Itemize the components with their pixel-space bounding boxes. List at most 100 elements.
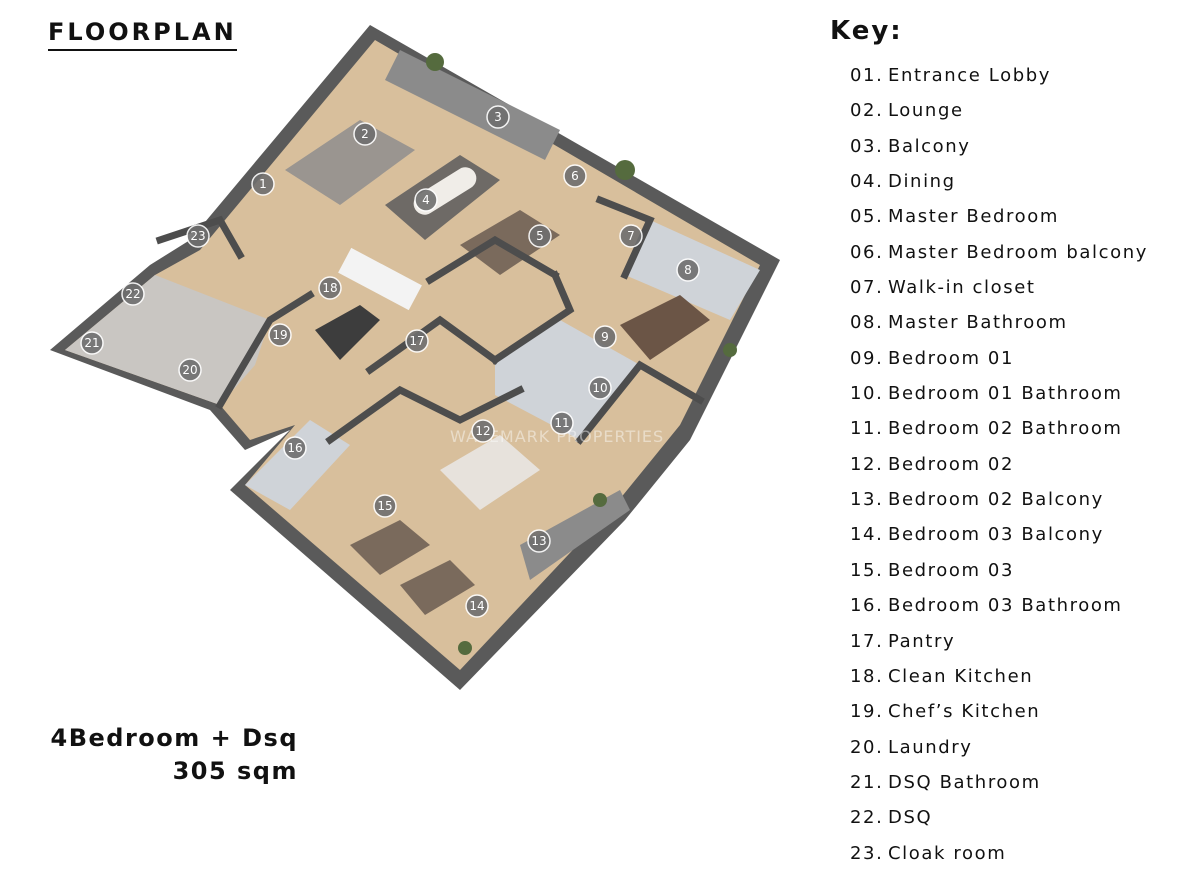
key-item-label: Bedroom 01 [888, 347, 1015, 369]
key-item-label: Entrance Lobby [888, 65, 1051, 86]
key-item-label: Pantry [888, 630, 956, 652]
room-marker-number: 23 [190, 229, 205, 243]
key-item: 04.Dining [850, 168, 1148, 203]
key-item-label: Cloak room [888, 842, 1007, 864]
bedroom03-bed-b [400, 560, 475, 615]
key-item: 09.Bedroom 01 [850, 345, 1148, 380]
room-marker-number: 4 [422, 193, 430, 207]
balcony-strip [385, 50, 560, 160]
plant-5 [458, 641, 472, 655]
room-marker-number: 3 [494, 110, 502, 124]
room-marker: 22 [121, 282, 145, 306]
room-marker-number: 22 [125, 287, 140, 301]
key-item-number: 22. [850, 807, 884, 829]
room-marker: 1 [251, 172, 275, 196]
room-marker: 15 [373, 494, 397, 518]
key-item-number: 20. [850, 736, 884, 758]
room-marker: 23 [186, 224, 210, 248]
key-item-label: Laundry [888, 736, 973, 758]
room-marker-number: 19 [272, 328, 287, 342]
room-marker-number: 6 [571, 169, 579, 183]
room-marker: 19 [268, 323, 292, 347]
bedroom02-bed [440, 435, 540, 510]
key-item: 11.Bedroom 02 Bathroom [850, 415, 1148, 450]
room-marker-circle [527, 529, 551, 553]
key-item-number: 21. [850, 771, 884, 793]
key-item-label: Chef’s Kitchen [888, 701, 1041, 723]
key-item-label: DSQ [888, 807, 933, 829]
room-marker: 9 [593, 325, 617, 349]
key-item: 22.DSQ [850, 804, 1148, 839]
key-item-number: 03. [850, 135, 884, 157]
room-marker-number: 16 [287, 441, 302, 455]
key-item-label: Master Bathroom [888, 312, 1068, 334]
interior-walls [155, 195, 705, 445]
room-marker-circle [178, 358, 202, 382]
key-item: 06.Master Bedroom balcony [850, 239, 1148, 274]
key-item-number: 13. [850, 489, 884, 511]
key-item: 08.Master Bathroom [850, 309, 1148, 344]
key-title: Key: [830, 16, 903, 46]
key-item-label: Master Bedroom balcony [888, 241, 1148, 263]
key-item-label: Bedroom 03 Balcony [888, 524, 1104, 546]
room-marker-number: 20 [182, 363, 197, 377]
room-marker-circle [283, 436, 307, 460]
room-marker: 10 [588, 376, 612, 400]
key-item-label: Bedroom 02 Bathroom [888, 418, 1123, 440]
room-marker: 16 [283, 436, 307, 460]
room-marker: 13 [527, 529, 551, 553]
key-item-number: 10. [850, 383, 884, 405]
key-item-number: 17. [850, 630, 884, 652]
key-item-number: 06. [850, 241, 884, 263]
key-item-number: 19. [850, 701, 884, 723]
room-marker: 3 [486, 105, 510, 129]
key-item: 15.Bedroom 03 [850, 557, 1148, 592]
room-marker-circle [80, 331, 104, 355]
key-item-number: 18. [850, 665, 884, 687]
room-marker-circle [588, 376, 612, 400]
room-marker-number: 12 [475, 424, 490, 438]
room-marker-circle [373, 494, 397, 518]
page-title: FLOORPLAN [48, 18, 237, 51]
key-item-number: 09. [850, 347, 884, 369]
room-marker-number: 18 [322, 281, 337, 295]
room-marker: 8 [676, 258, 700, 282]
room-marker-circle [676, 258, 700, 282]
room-marker: 5 [528, 224, 552, 248]
key-item-number: 08. [850, 312, 884, 334]
room-marker: 21 [80, 331, 104, 355]
kitchen-island [338, 247, 422, 311]
room-marker-number: 8 [684, 263, 692, 277]
key-item-label: Clean Kitchen [888, 665, 1034, 687]
key-item-label: Bedroom 02 [888, 453, 1015, 475]
key-item: 17.Pantry [850, 628, 1148, 663]
room-marker-circle [465, 594, 489, 618]
key-item: 01.Entrance Lobby [850, 62, 1148, 97]
plant-2 [615, 160, 635, 180]
room-marker: 6 [563, 164, 587, 188]
service-area-floor [65, 275, 270, 405]
room-marker-circle [318, 276, 342, 300]
bedroom-balcony-strip [520, 490, 630, 580]
room-marker-circle [471, 419, 495, 443]
room-marker: 20 [178, 358, 202, 382]
room-marker-circle [268, 323, 292, 347]
key-item-number: 01. [850, 65, 884, 86]
room-marker-circle [353, 122, 377, 146]
key-item: 18.Clean Kitchen [850, 663, 1148, 698]
room-marker-circle [414, 188, 438, 212]
room-marker: 14 [465, 594, 489, 618]
key-item: 12.Bedroom 02 [850, 451, 1148, 486]
key-item-label: DSQ Bathroom [888, 771, 1041, 793]
key-item-number: 14. [850, 524, 884, 546]
plant-4 [593, 493, 607, 507]
key-item: 21.DSQ Bathroom [850, 769, 1148, 804]
room-marker: 2 [353, 122, 377, 146]
key-item: 16.Bedroom 03 Bathroom [850, 592, 1148, 627]
room-marker-number: 14 [469, 599, 484, 613]
room-marker-circle [186, 224, 210, 248]
key-item-label: Walk-in closet [888, 277, 1036, 299]
room-marker-number: 5 [536, 229, 544, 243]
room-marker-circle [528, 224, 552, 248]
